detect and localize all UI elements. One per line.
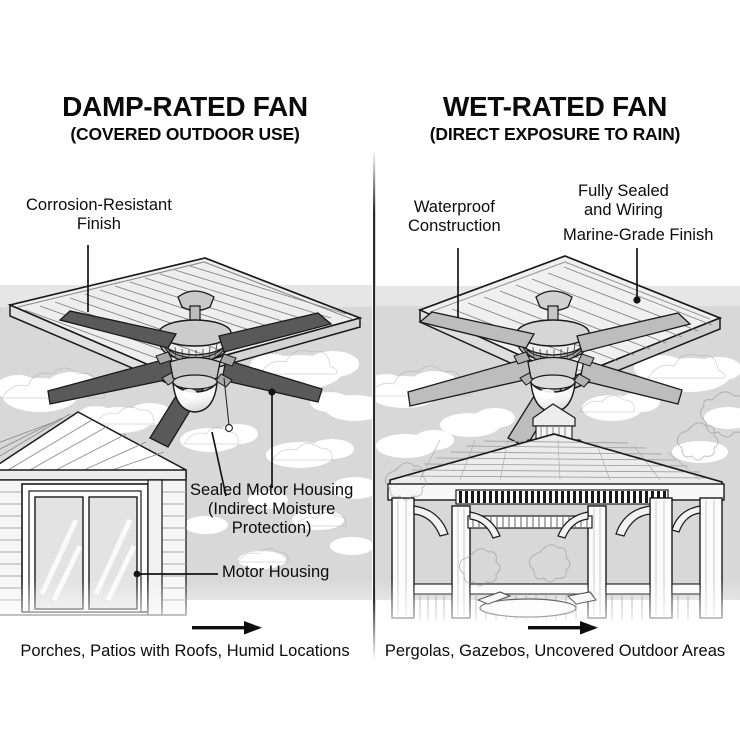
callout-line: and Wiring <box>583 200 663 219</box>
gazebo-posts <box>391 497 723 619</box>
frieze-lattice <box>459 491 666 503</box>
gazebo-structure <box>387 403 725 620</box>
fan-blades <box>47 310 333 448</box>
callout-line: Waterproof <box>413 198 495 216</box>
callout-line: Marine-Grade Finish <box>563 226 714 244</box>
callout-fully-sealed-and-wiring: Fully Sealed and Wiring <box>578 182 669 220</box>
callout-line: Construction <box>408 216 501 235</box>
gazebo-brackets <box>413 505 701 539</box>
arrow-right-icon-left <box>192 621 262 635</box>
callout-line: Fully Sealed <box>578 182 669 200</box>
callout-motor-housing: Motor Housing <box>222 563 329 582</box>
scene-wet-rated <box>376 255 740 620</box>
scene-damp-rated <box>0 257 372 616</box>
ceiling-fan-wet <box>407 290 692 448</box>
leader-sealed-motor <box>211 431 227 497</box>
callout-marine-grade-finish: Marine-Grade Finish <box>563 226 713 245</box>
callout-line: Sealed Motor Housing <box>190 481 354 499</box>
callout-line: Motor Housing <box>222 563 330 581</box>
arrow-right-icon-right <box>528 621 598 635</box>
callout-sealed-motor-housing: Sealed Motor Housing (Indirect Moisture … <box>190 481 353 537</box>
bottom-arrows <box>192 621 598 635</box>
callout-line: Finish <box>76 214 121 233</box>
leader-lines <box>87 245 641 578</box>
callout-corrosion-resistant-finish: Corrosion-Resistant Finish <box>26 196 172 234</box>
callout-line: (Indirect Moisture <box>207 499 336 518</box>
house-with-window <box>0 411 187 616</box>
clouds <box>0 351 372 569</box>
ceiling-fan-damp <box>47 290 333 448</box>
panel-divider <box>373 150 376 660</box>
caption-wet-applications: Pergolas, Gazebos, Uncovered Outdoor Are… <box>384 642 726 660</box>
callout-line: Protection) <box>231 518 312 537</box>
caption-damp-applications: Porches, Patios with Roofs, Humid Locati… <box>20 642 350 660</box>
callout-line: Corrosion-Resistant <box>26 196 172 214</box>
callout-waterproof-construction: Waterproof Construction <box>408 198 501 236</box>
